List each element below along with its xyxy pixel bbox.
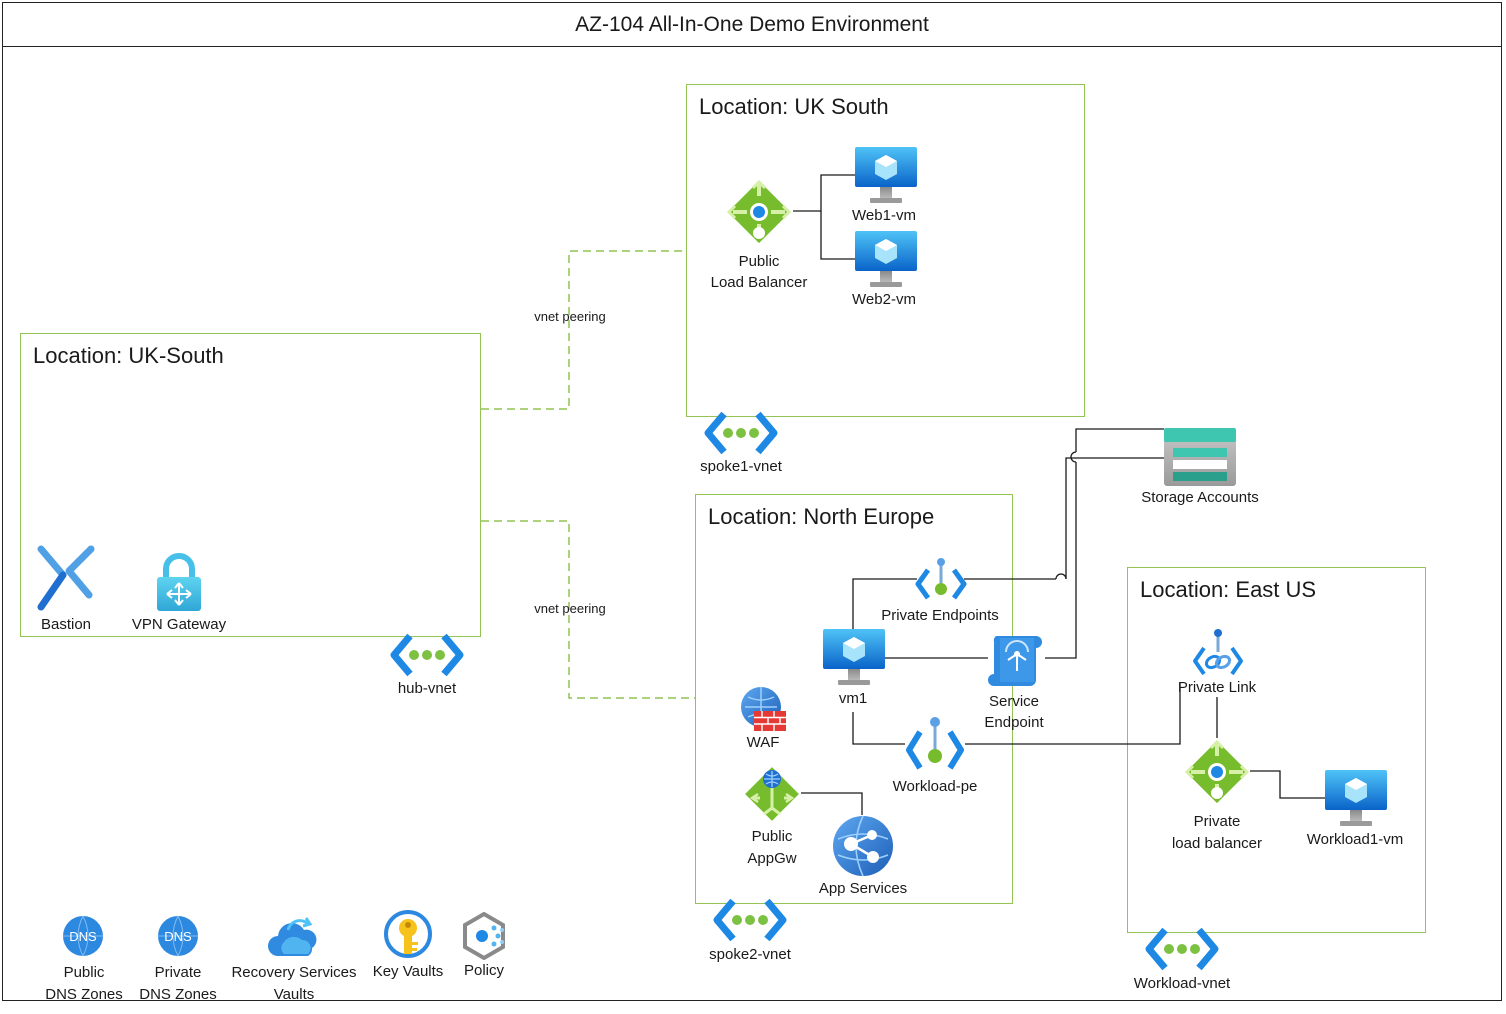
vnet-icon-spoke2 bbox=[713, 898, 787, 942]
app-services-icon bbox=[833, 815, 893, 877]
vm-label-vm1: vm1 bbox=[838, 690, 868, 707]
vnet-icon-hub bbox=[390, 633, 464, 677]
bastion-label: Bastion bbox=[40, 616, 92, 633]
load-balancer-label-line1: Public bbox=[738, 253, 780, 270]
private-dns-badge-text: DNS bbox=[164, 929, 192, 944]
private-link-icon bbox=[1193, 629, 1243, 676]
private-load-balancer-icon bbox=[1184, 739, 1250, 804]
policy-label: Policy bbox=[463, 962, 504, 979]
region-spoke2-title: Location: North Europe bbox=[708, 504, 935, 529]
vm-icon-web1 bbox=[855, 147, 917, 203]
vm-icon-vm1 bbox=[823, 629, 885, 685]
vm-label-workload1: Workload1-vm bbox=[1306, 831, 1404, 848]
link-vm1-pe bbox=[852, 578, 917, 630]
link-storage-se-hop bbox=[1070, 451, 1077, 463]
recovery-services-vaults-label-line2: Vaults bbox=[273, 986, 315, 1003]
peering-label-top: vnet peering bbox=[534, 309, 606, 324]
link-vm1-workloadpe bbox=[852, 712, 905, 745]
link-pe-storage-b bbox=[1065, 457, 1164, 579]
recovery-services-vaults-icon bbox=[268, 917, 317, 956]
service-endpoint-label-line1: Service bbox=[988, 693, 1040, 710]
waf-icon bbox=[741, 687, 786, 731]
vpn-gateway-icon bbox=[157, 553, 201, 611]
region-eastus-title: Location: East US bbox=[1140, 577, 1317, 602]
vnet-label-workload: Workload-vnet bbox=[1133, 975, 1231, 992]
app-gateway-label-line1: Public bbox=[751, 828, 793, 845]
recovery-services-vaults-label-line1: Recovery Services bbox=[231, 964, 357, 981]
region-hub: Location: UK-South bbox=[20, 333, 481, 637]
workload-pe-icon bbox=[906, 717, 964, 770]
link-plb-workload1 bbox=[1250, 770, 1325, 799]
region-eastus: Location: East US bbox=[1127, 567, 1426, 933]
private-endpoint-icon bbox=[915, 558, 967, 600]
policy-icon bbox=[463, 912, 505, 960]
vm-icon-web2 bbox=[855, 231, 917, 287]
key-vaults-icon bbox=[384, 910, 432, 958]
private-dns-zones-icon: DNS bbox=[158, 915, 198, 957]
peering-line-spoke1 bbox=[481, 250, 686, 410]
link-storage-se bbox=[1075, 428, 1164, 452]
region-spoke1: Location: UK South bbox=[686, 84, 1085, 417]
link-workloadpe-privatelink bbox=[965, 683, 1181, 745]
service-endpoint-icon bbox=[988, 636, 1042, 686]
app-gateway-label-line2: AppGw bbox=[747, 850, 797, 867]
private-dns-zones-label-line1: Private bbox=[154, 964, 202, 981]
public-dns-badge-text: DNS bbox=[69, 929, 97, 944]
vnet-icon-workload bbox=[1145, 927, 1219, 971]
diagram-title: AZ-104 All-In-One Demo Environment bbox=[2, 2, 1502, 47]
vm-label-web1: Web1-vm bbox=[852, 207, 916, 224]
peering-line-spoke2 bbox=[481, 520, 695, 699]
vm-icon-workload1 bbox=[1325, 770, 1387, 826]
vm-label-web2: Web2-vm bbox=[852, 291, 916, 308]
service-endpoint-label-line2: Endpoint bbox=[984, 714, 1044, 731]
storage-accounts-icon bbox=[1164, 428, 1236, 486]
key-vaults-label: Key Vaults bbox=[372, 963, 444, 980]
peering-label-bottom: vnet peering bbox=[534, 601, 606, 616]
private-link-label: Private Link bbox=[1177, 679, 1257, 696]
waf-label: WAF bbox=[746, 734, 780, 751]
private-endpoints-label: Private Endpoints bbox=[881, 607, 999, 624]
app-services-label: App Services bbox=[818, 880, 908, 897]
region-spoke1-title: Location: UK South bbox=[699, 94, 889, 119]
vnet-label-hub: hub-vnet bbox=[397, 680, 457, 697]
vnet-label-spoke2: spoke2-vnet bbox=[709, 946, 791, 963]
link-lb-web2 bbox=[820, 211, 855, 260]
public-dns-zones-label-line1: Public bbox=[63, 964, 105, 981]
app-gateway-icon bbox=[745, 767, 799, 821]
storage-accounts-label: Storage Accounts bbox=[1141, 489, 1259, 506]
load-balancer-label-line2: Load Balancer bbox=[710, 274, 808, 291]
workload-pe-label: Workload-pe bbox=[892, 778, 978, 795]
vnet-icon-spoke1 bbox=[704, 411, 778, 455]
private-load-balancer-label-line1: Private bbox=[1193, 813, 1241, 830]
region-hub-title: Location: UK-South bbox=[33, 343, 224, 368]
vpn-gateway-label: VPN Gateway bbox=[131, 616, 227, 633]
public-dns-zones-icon: DNS bbox=[63, 915, 103, 957]
bastion-icon bbox=[37, 545, 95, 611]
private-load-balancer-label-line2: load balancer bbox=[1171, 835, 1263, 852]
vnet-label-spoke1: spoke1-vnet bbox=[700, 458, 782, 475]
link-storage-se-b bbox=[1045, 462, 1077, 659]
public-dns-zones-label-line2: DNS Zones bbox=[45, 986, 123, 1003]
private-dns-zones-label-line2: DNS Zones bbox=[139, 986, 217, 1003]
region-spoke2: Location: North Europe bbox=[695, 494, 1013, 904]
link-appgw-appservices bbox=[801, 792, 863, 815]
link-lb-web1 bbox=[793, 174, 855, 212]
load-balancer-icon bbox=[726, 179, 792, 244]
link-pe-storage-hop bbox=[1055, 573, 1067, 580]
